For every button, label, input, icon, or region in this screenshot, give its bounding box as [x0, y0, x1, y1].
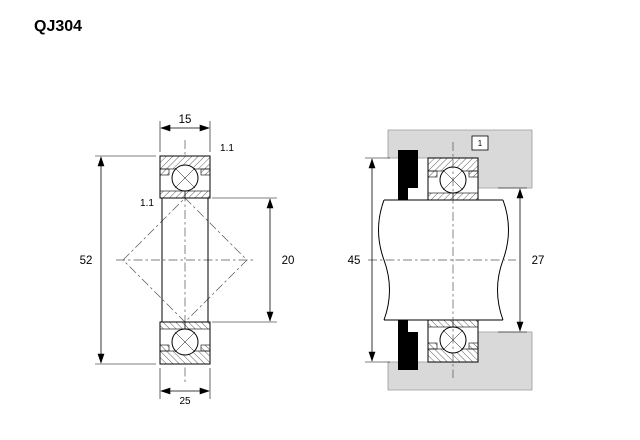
dimension-outer-diameter: 52: [80, 155, 156, 365]
dimension-outer-diameter-label: 52: [80, 255, 93, 267]
dimension-bore-label: 20: [282, 255, 295, 267]
dimension-width-label: 15: [179, 114, 192, 126]
shaft-break-line-left: [378, 199, 390, 321]
callout-1: 1: [471, 135, 489, 151]
dimension-bottom-width-label: 25: [179, 396, 191, 407]
chamfer-outer-label: 1.1: [220, 143, 234, 154]
left-view-cross-section: 15 1.1 1.1 52 20: [80, 114, 295, 407]
callout-label: 1: [478, 139, 483, 148]
contact-angle-diamond: [122, 197, 248, 323]
abutment-collar-bottom: [398, 320, 418, 370]
bearing-cross-section-top: [159, 155, 211, 199]
dimension-width: 15: [159, 114, 211, 152]
dimension-left-abutment: 45: [348, 157, 390, 363]
dimension-left-abutment-label: 45: [348, 255, 361, 267]
callout-box: [471, 135, 489, 151]
right-view-mounted: 1 45 27: [348, 129, 545, 391]
dimension-right-abutment-label: 27: [532, 255, 545, 267]
dimension-bottom-width: 25: [159, 368, 211, 407]
right-view-centerlines: [368, 142, 516, 378]
chamfer-inner-label: 1.1: [140, 198, 154, 209]
abutment-collar-top: [398, 150, 418, 200]
part-number-title: QJ304: [34, 18, 82, 35]
bearing-cross-section-bottom: [159, 321, 211, 365]
dimension-right-abutment: 27: [498, 187, 545, 333]
dimension-bore: 20: [212, 197, 295, 323]
